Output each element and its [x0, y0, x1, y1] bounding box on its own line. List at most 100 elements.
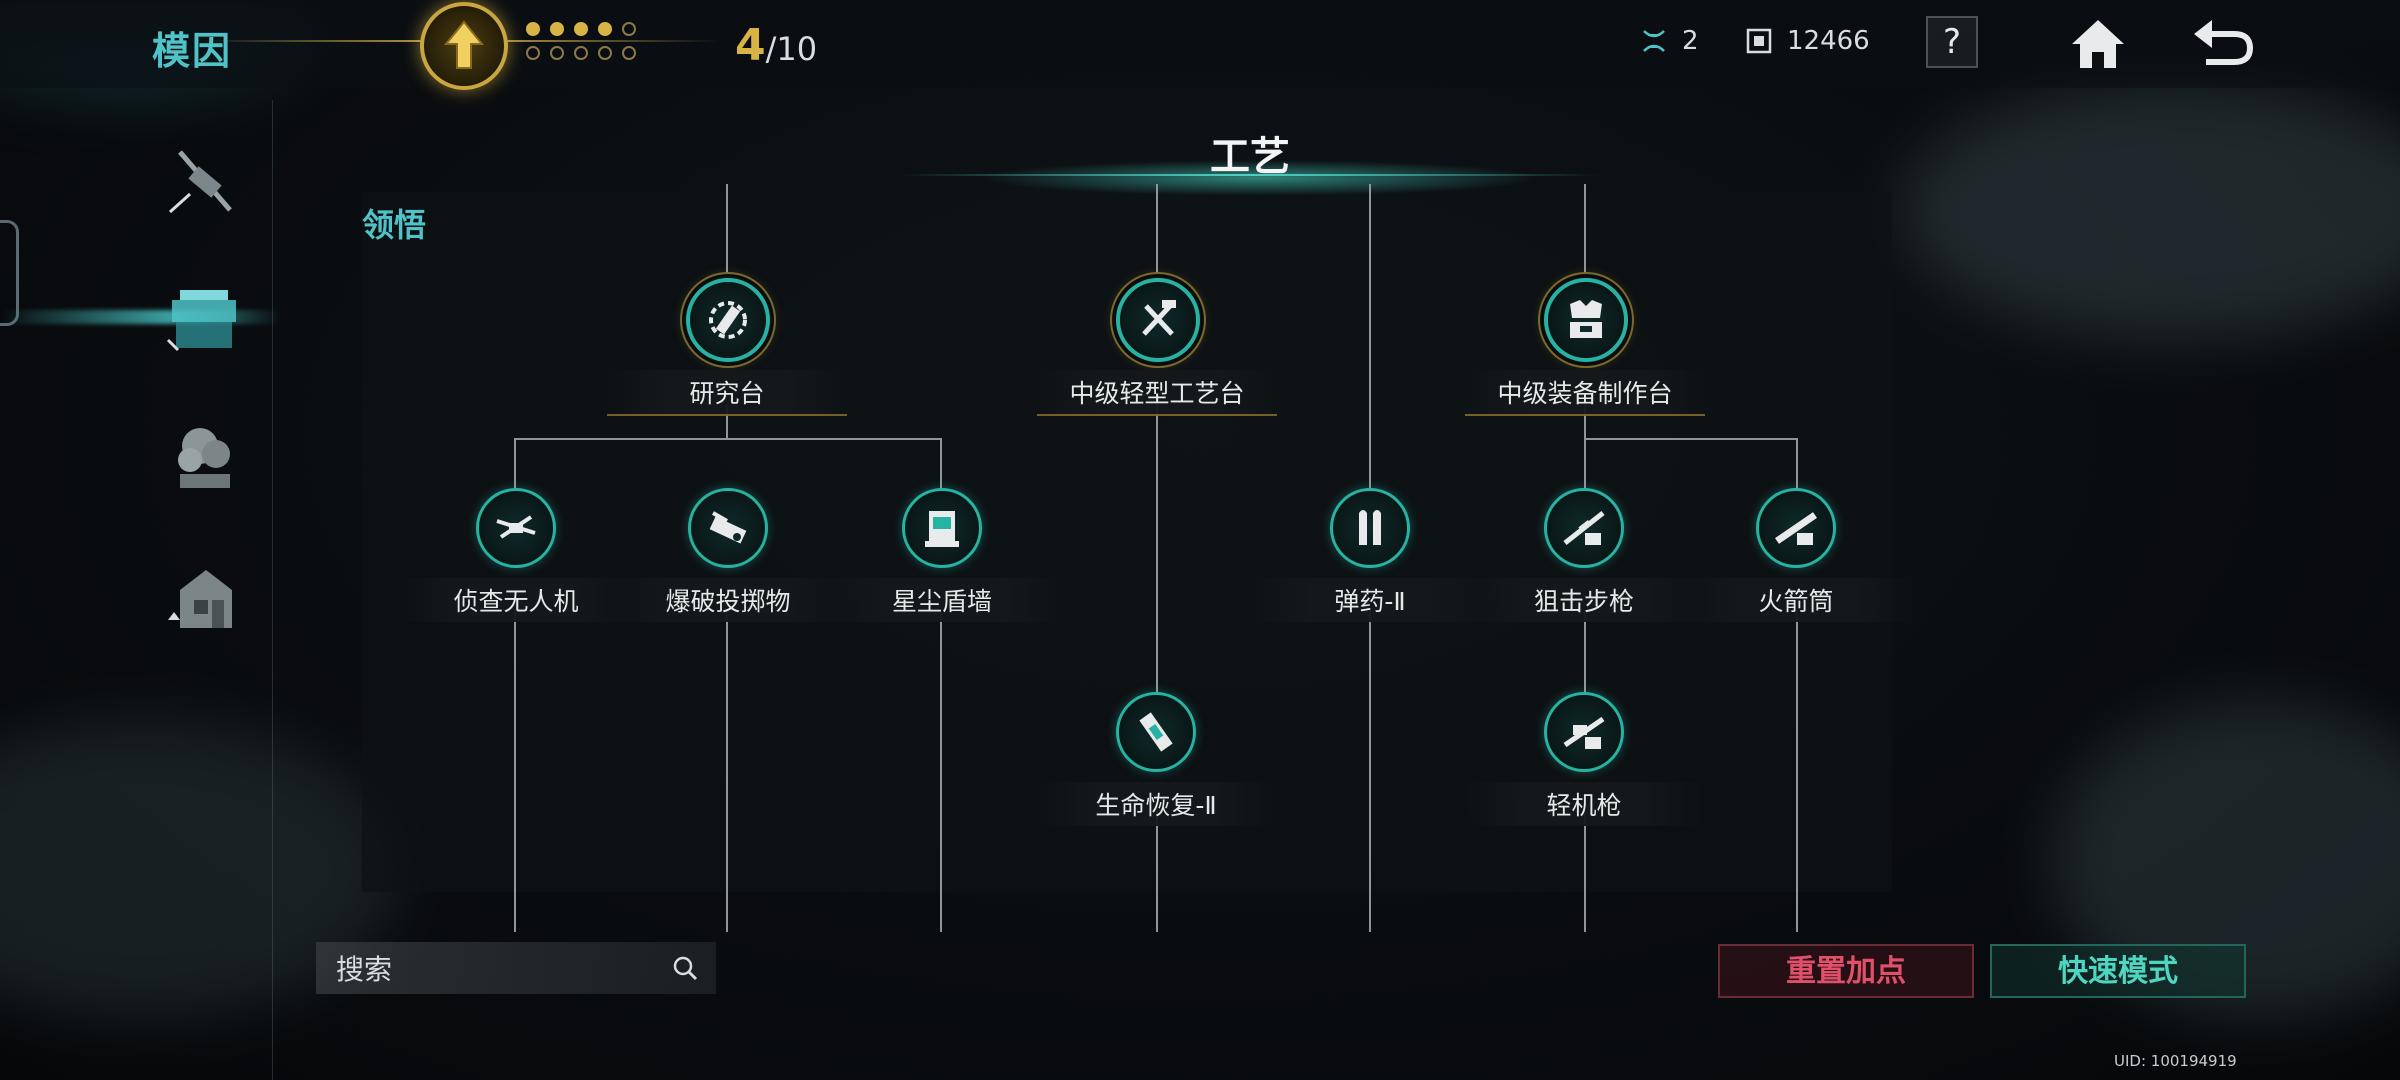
rocket-launcher-icon: [1775, 512, 1817, 545]
tree-connector: [940, 438, 942, 490]
shield-wall-icon: [925, 511, 959, 547]
tree-connector: [726, 184, 728, 280]
tree-connector: [1584, 404, 1586, 490]
sidebar-bracket: [0, 220, 19, 326]
node-scout-drone[interactable]: [476, 488, 556, 568]
section-title: 工艺: [1210, 134, 1290, 180]
level-pip: [526, 46, 540, 60]
gene-resource: 2: [1640, 26, 1699, 56]
tree-connector: [514, 438, 516, 490]
node-label: 侦查无人机: [396, 578, 636, 622]
level-pip: [598, 22, 612, 36]
tree-connector: [1584, 438, 1798, 440]
weapon-category-icon: [168, 150, 232, 214]
home-icon: [2072, 20, 2124, 68]
tree-connector: [1369, 184, 1371, 490]
node-demolition-throwable[interactable]: [688, 488, 768, 568]
reset-points-button[interactable]: 重置加点: [1718, 944, 1974, 998]
level-up-arrow-icon: [443, 20, 485, 69]
node-light-machine-gun[interactable]: [1544, 692, 1624, 772]
top-bar: 模因 4/10 2 12466 ?: [0, 0, 2400, 90]
node-label: 研究台: [607, 370, 847, 416]
tree-connector: [1584, 610, 1586, 694]
node-stardust-shield[interactable]: [902, 488, 982, 568]
tree-connector: [1584, 184, 1586, 280]
node-mid-equip-bench[interactable]: [1544, 278, 1628, 362]
tree-connector: [1369, 610, 1371, 932]
section-glow: [980, 160, 1540, 196]
level-pip: [622, 22, 636, 36]
node-label: 星尘盾墙: [822, 578, 1062, 622]
back-arrow-icon: [2194, 20, 2254, 65]
tree-connector: [1156, 184, 1158, 280]
sidebar-item-weapons[interactable]: [150, 132, 260, 232]
explosive-icon: [709, 511, 747, 544]
page-title: 模因: [152, 29, 233, 73]
user-id: UID: 100194919: [2114, 1052, 2237, 1070]
sidebar-item-buildings[interactable]: [150, 550, 260, 650]
machine-gun-icon: [1563, 716, 1605, 749]
node-rocket-launcher[interactable]: [1756, 488, 1836, 568]
panel-tab-label: 领悟: [362, 206, 427, 244]
search-icon[interactable]: [672, 955, 698, 981]
research-bench-icon: [709, 301, 747, 339]
workbench-category-icon: [166, 290, 236, 352]
node-research-bench[interactable]: [686, 278, 770, 362]
quick-mode-button[interactable]: 快速模式: [1990, 944, 2246, 998]
tree-connector: [1796, 438, 1798, 490]
node-life-recovery-2[interactable]: [1116, 692, 1196, 772]
tree-connector: [1156, 810, 1158, 932]
tree-connector: [940, 610, 942, 932]
tree-connector: [726, 610, 728, 932]
node-label: 中级装备制作台: [1465, 370, 1705, 416]
point-chip-icon: [1746, 28, 1772, 54]
section-divider: [900, 174, 1600, 176]
healing-syringe-icon: [1139, 712, 1173, 752]
point-count: 12466: [1787, 26, 1870, 56]
node-label: 中级轻型工艺台: [1037, 370, 1277, 416]
tree-connector: [514, 610, 516, 932]
node-mid-light-bench[interactable]: [1116, 278, 1200, 362]
node-label: 弹药-Ⅱ: [1250, 578, 1490, 622]
node-label: 轻机枪: [1464, 782, 1704, 826]
drone-icon: [496, 515, 536, 539]
gene-icon: [1643, 30, 1665, 52]
tree-connector: [1796, 610, 1798, 932]
search-bar: [316, 942, 716, 996]
node-label: 爆破投掷物: [608, 578, 848, 622]
point-resource: 12466: [1745, 26, 1870, 56]
level-pip: [574, 22, 588, 36]
level-pip: [622, 46, 636, 60]
tree-connector: [726, 404, 728, 440]
sidebar-item-plants[interactable]: [150, 410, 260, 510]
node-label: 火箭筒: [1676, 578, 1916, 622]
building-category-icon: [168, 570, 232, 628]
sidebar-item-workbench[interactable]: [150, 270, 260, 370]
plant-category-icon: [178, 428, 230, 488]
level-pip: [574, 46, 588, 60]
node-label: 狙击步枪: [1464, 578, 1704, 622]
help-button[interactable]: ?: [1926, 16, 1978, 68]
ammo-icon: [1359, 510, 1381, 545]
home-button[interactable]: [2068, 14, 2128, 74]
level-badge[interactable]: [420, 2, 508, 90]
level-pip: [598, 46, 612, 60]
equipment-bench-icon: [1570, 300, 1602, 338]
level-pip: [550, 46, 564, 60]
tree-connector: [1156, 404, 1158, 694]
search-input[interactable]: [334, 942, 648, 996]
node-sniper-rifle[interactable]: [1544, 488, 1624, 568]
level-pip: [526, 22, 540, 36]
node-ammo-2[interactable]: [1330, 488, 1410, 568]
node-label: 生命恢复-Ⅱ: [1036, 782, 1276, 826]
back-button[interactable]: [2188, 14, 2258, 74]
sidebar-divider: [272, 100, 273, 1080]
sniper-rifle-icon: [1563, 511, 1605, 545]
tree-connector: [514, 438, 942, 440]
background-fog: [1900, 80, 2400, 340]
gene-count: 2: [1682, 26, 1699, 56]
light-bench-icon: [1142, 300, 1176, 336]
level-pip: [550, 22, 564, 36]
level-progress: 4/10: [735, 20, 818, 71]
tree-connector: [1584, 810, 1586, 932]
